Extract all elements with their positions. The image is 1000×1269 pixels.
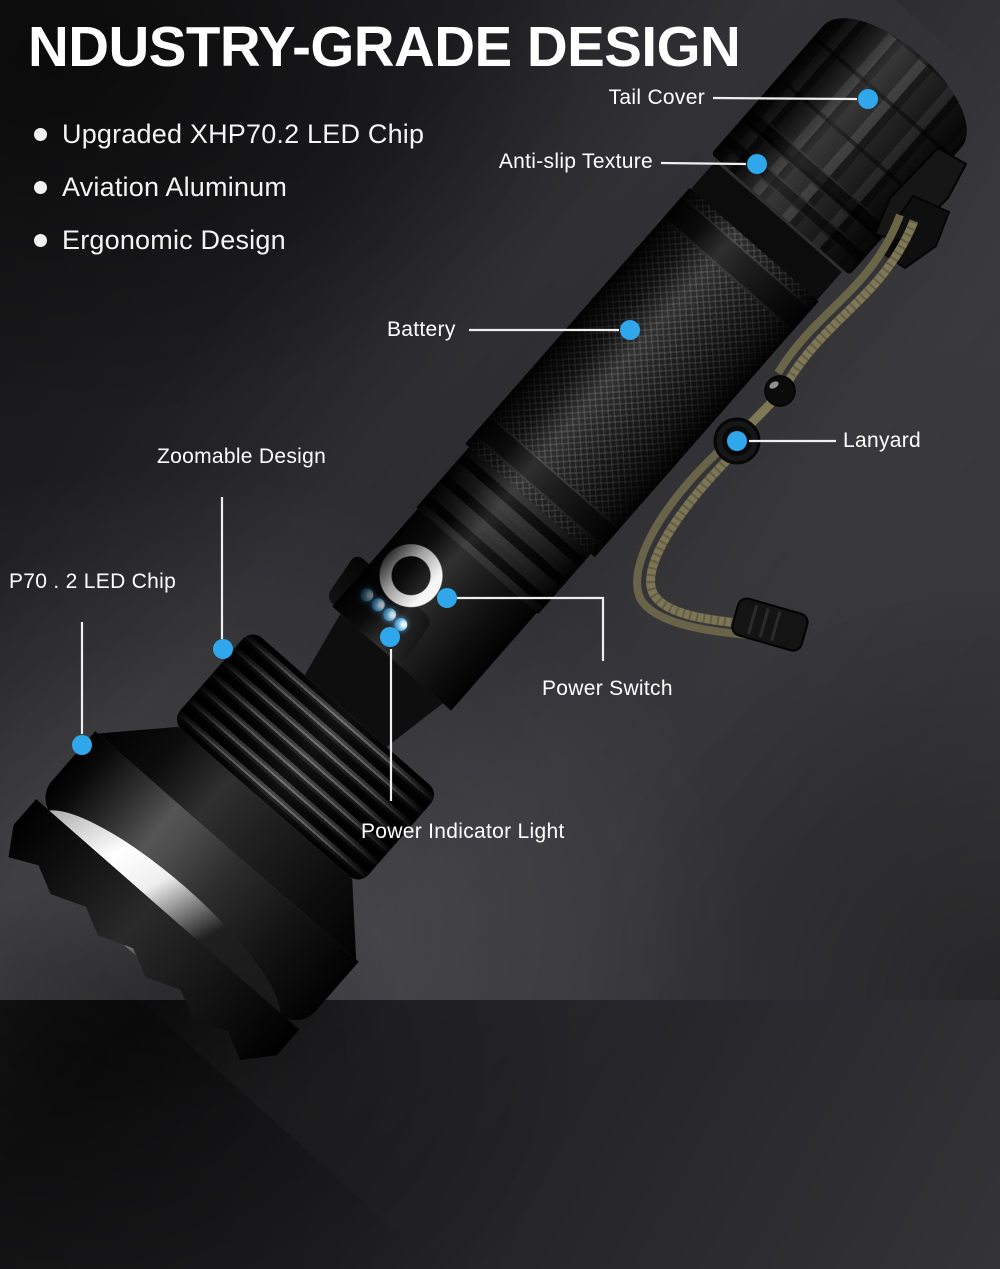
tail-groove — [720, 132, 869, 265]
callout-dot-zoomable — [213, 639, 233, 659]
lanyard-bead-highlight — [769, 381, 779, 389]
callout-label-led-chip: P70 . 2 LED Chip — [9, 570, 177, 593]
callout-dot-led-chip — [72, 735, 92, 755]
bullet-icon — [34, 127, 47, 141]
body-ring-band — [473, 415, 620, 549]
callout-label-lanyard: Lanyard — [843, 429, 921, 452]
lanyard-cord-texture — [785, 219, 919, 383]
feature-item: Aviation Aluminum — [34, 171, 424, 203]
lanyard-cord — [738, 398, 776, 436]
feature-list: Upgraded XHP70.2 LED Chip Aviation Alumi… — [34, 118, 424, 277]
flashlight-reflector — [11, 783, 305, 1055]
lanyard-cord — [633, 448, 750, 639]
bullet-icon — [34, 233, 47, 247]
flashlight-switch-housing — [325, 508, 537, 711]
callout-label-zoomable: Zoomable Design — [157, 445, 327, 468]
flashlight-zoom-ring — [171, 628, 440, 886]
callout-line-anti-slip — [660, 161, 747, 166]
flashlight-collar-ring — [686, 159, 844, 305]
flashlight-head-barrel — [34, 731, 359, 1032]
flashlight-tail-cover — [711, 0, 990, 276]
power-switch-button — [365, 530, 457, 621]
power-indicator-led — [380, 605, 399, 624]
callout-dot-power-switch — [437, 588, 457, 608]
callout-line-tail-cover — [712, 96, 858, 101]
flashlight-head-shadow — [0, 860, 400, 1120]
lanyard-clip — [879, 194, 951, 270]
lanyard-bead — [764, 375, 796, 407]
product-infographic: { "title": "NDUSTRY-GRADE DESIGN", "feat… — [0, 0, 1000, 1000]
lanyard-toggle-center — [722, 426, 752, 456]
tail-groove — [740, 107, 891, 243]
callout-label-anti-slip: Anti-slip Texture — [498, 150, 653, 173]
feature-item: Ergonomic Design — [34, 224, 424, 256]
callout-dot-lanyard — [727, 431, 747, 451]
power-indicator-led — [369, 595, 388, 614]
callout-label-battery: Battery — [387, 318, 456, 341]
feature-item: Upgraded XHP70.2 LED Chip — [34, 118, 424, 150]
flashlight-strike-bezel — [0, 799, 299, 1076]
callout-dot-anti-slip — [747, 154, 767, 174]
lanyard-clip — [873, 146, 968, 244]
callout-label-power-indicator: Power Indicator Light — [361, 820, 565, 843]
power-indicator-led — [391, 615, 410, 634]
flashlight-groove-rings — [416, 447, 592, 614]
feature-label: Ergonomic Design — [62, 224, 286, 255]
callout-dot-battery — [620, 320, 640, 340]
body-ring-band — [662, 195, 813, 332]
callout-dot-power-indicator — [380, 627, 400, 647]
callout-label-power-switch: Power Switch — [542, 677, 673, 700]
callout-dot-tail-cover — [858, 89, 878, 109]
bullet-icon — [34, 180, 47, 194]
power-indicator-led — [357, 585, 377, 605]
feature-label: Upgraded XHP70.2 LED Chip — [62, 118, 425, 149]
indicator-led-panel — [325, 552, 433, 666]
feature-label: Aviation Aluminum — [62, 171, 288, 202]
lanyard-cord — [785, 219, 919, 383]
lanyard-assembly — [633, 146, 968, 652]
page-title: NDUSTRY-GRADE DESIGN — [28, 15, 741, 79]
callout-line-power-switch — [457, 596, 605, 661]
lanyard-cord — [774, 213, 904, 376]
lanyard-cord — [646, 455, 748, 629]
callout-label-tail-cover: Tail Cover — [608, 86, 705, 109]
flashlight-neck — [294, 614, 442, 756]
lanyard-toggle — [713, 417, 761, 465]
flashlight-head-cone — [95, 688, 397, 962]
lanyard-clip-hole — [890, 239, 906, 255]
lanyard-cord-texture — [646, 455, 748, 629]
lanyard-end-cap — [731, 597, 809, 652]
flashlight-anti-slip-body — [465, 187, 819, 558]
